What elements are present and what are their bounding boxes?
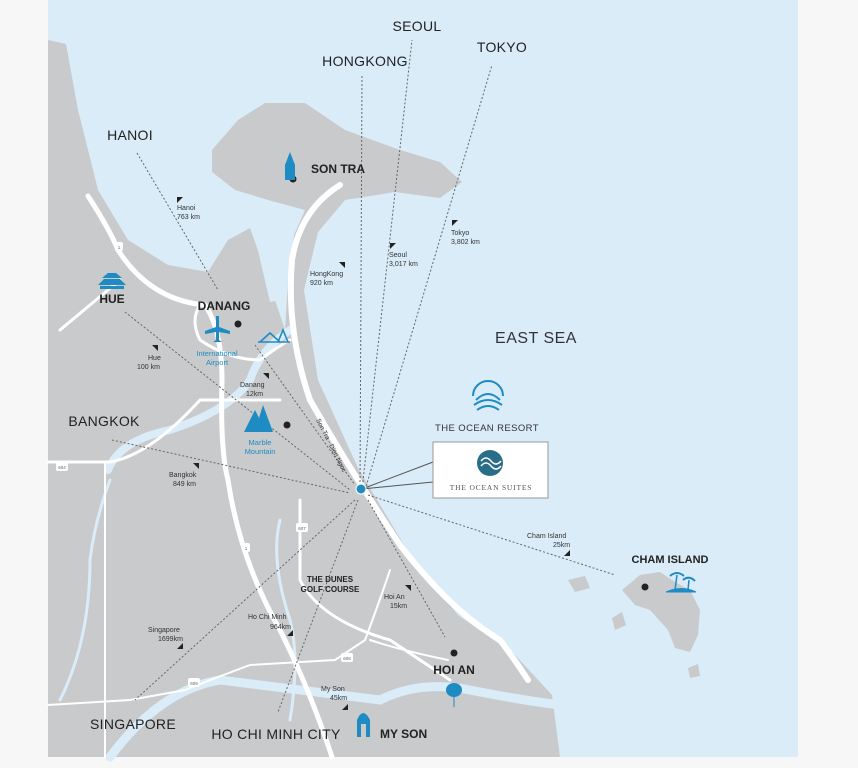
label-cham-island: CHAM ISLAND — [632, 554, 709, 566]
shield-607: 607 — [298, 526, 306, 531]
dist-hanoi-km: 763 km — [177, 214, 200, 221]
callout-line — [361, 461, 434, 490]
bridge-icon — [258, 327, 290, 343]
dist-singapore-km: 1699km — [158, 636, 183, 643]
river — [275, 518, 297, 722]
ocean-resort-logo-icon — [472, 380, 504, 411]
airplane-icon — [205, 316, 230, 342]
label-dunes-1: THE DUNES — [307, 575, 354, 584]
label-east-sea: EAST SEA — [495, 330, 577, 347]
shield-1a: 1 — [118, 245, 121, 250]
islet — [568, 576, 590, 592]
cham-island-dot — [641, 583, 649, 591]
dist-danang-km: 12km — [246, 391, 263, 398]
river — [58, 478, 112, 702]
dist-hongkong-name: HongKong — [310, 271, 343, 278]
dist-cham-name: Cham Island — [527, 533, 566, 540]
resort-location-marker[interactable] — [355, 483, 367, 495]
label-hcmc: HO CHI MINH CITY — [211, 726, 341, 742]
label-tokyo: TOKYO — [477, 39, 527, 55]
danang-dot — [234, 320, 242, 328]
dist-seoul-km: 3,017 km — [389, 261, 418, 268]
ocean-resort-label: THE OCEAN RESORT — [435, 423, 539, 434]
dist-seoul-name: Seoul — [389, 252, 407, 259]
hoi-an-dot — [450, 649, 458, 657]
shield-604: 604 — [58, 465, 66, 470]
label-bangkok: BANGKOK — [68, 413, 140, 429]
dist-bangkok-name: Bangkok — [169, 472, 197, 479]
shield-609: 609 — [190, 681, 198, 686]
label-hue: HUE — [99, 292, 124, 306]
hue-citadel-icon — [98, 273, 126, 289]
label-airport-2: Airport — [206, 358, 229, 367]
label-singapore: SINGAPORE — [90, 716, 176, 732]
my-son-temple-icon — [357, 713, 370, 737]
road-shields — [56, 242, 353, 687]
dist-hue-km: 100 km — [137, 364, 160, 371]
lantern-icon — [446, 683, 462, 697]
label-airport-1: International — [196, 349, 238, 358]
label-my-son: MY SON — [380, 727, 427, 741]
label-danang: DANANG — [198, 299, 251, 313]
label-hoi-an: HOI AN — [433, 663, 475, 677]
distance-labels: Hanoi 763 km HongKong 920 km Seoul 3,017… — [137, 197, 570, 710]
mainland — [48, 40, 560, 757]
dist-hoian-name: Hoi An — [384, 594, 405, 601]
river-mouth — [252, 220, 280, 302]
ocean-suites-label: THE OCEAN SUITES — [450, 483, 532, 492]
dist-tokyo-km: 3,802 km — [451, 239, 480, 246]
shield-608: 608 — [343, 656, 351, 661]
marble-mountain-dot — [283, 421, 291, 429]
marble-mountain-icon — [244, 405, 273, 432]
islet — [612, 612, 626, 630]
dist-danang-name: Danang — [240, 382, 265, 389]
dist-hcm-km: 964km — [270, 624, 291, 631]
label-marble-1: Marble — [249, 438, 272, 447]
dist-singapore-name: Singapore — [148, 627, 180, 634]
pagoda-icon — [285, 152, 295, 180]
dist-hcm-name: Ho Chi Minh — [248, 614, 287, 621]
dist-cham-km: 25km — [553, 542, 570, 549]
dist-myson-km: 45km — [330, 695, 347, 702]
islet — [688, 664, 700, 678]
dist-hoian-km: 15km — [390, 603, 407, 610]
palm-tree-icon — [665, 572, 697, 593]
dist-myson-name: My Son — [321, 686, 345, 693]
label-dunes-2: GOLF COURSE — [301, 585, 360, 594]
dist-hanoi-name: Hanoi — [177, 205, 196, 212]
roads — [46, 182, 531, 760]
route-lines — [111, 39, 616, 713]
dist-tokyo-name: Tokyo — [451, 230, 469, 237]
dist-hongkong-km: 920 km — [310, 280, 333, 287]
label-marble-2: Mountain — [245, 447, 276, 456]
label-son-tra: SON TRA — [311, 162, 365, 176]
river-thu-bon — [105, 675, 565, 762]
label-hongkong: HONGKONG — [322, 53, 408, 69]
dist-hue-name: Hue — [148, 355, 161, 362]
callout-line — [361, 481, 434, 490]
label-hanoi: HANOI — [107, 127, 153, 143]
shield-1b: 1 — [245, 546, 248, 551]
label-seoul: SEOUL — [393, 18, 442, 34]
dist-bangkok-km: 849 km — [173, 481, 196, 488]
